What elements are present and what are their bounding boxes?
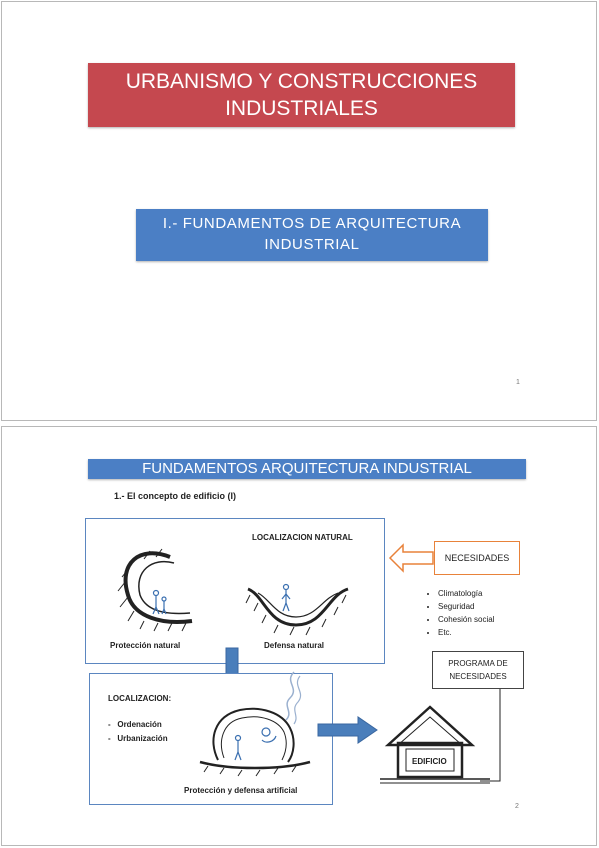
programa-line-1: PROGRAMA DE bbox=[448, 659, 508, 668]
edificio-label: EDIFICIO bbox=[412, 757, 447, 766]
subtitle-line-1: I.- FUNDAMENTOS DE ARQUITECTURA bbox=[162, 215, 462, 232]
necesidades-list: Climatología Seguridad Cohesión social E… bbox=[424, 587, 494, 639]
artificial-location-heading: LOCALIZACION: bbox=[108, 694, 172, 703]
right-arrow-icon bbox=[317, 716, 378, 744]
main-title: URBANISMO Y CONSTRUCCIONES INDUSTRIALES bbox=[88, 63, 515, 127]
natural-defense-caption: Defensa natural bbox=[264, 641, 325, 650]
subtitle-line-2: INDUSTRIAL bbox=[264, 236, 360, 253]
natural-location-box: LOCALIZACION NATURAL Protección natural bbox=[85, 518, 385, 664]
programa-connector bbox=[480, 689, 501, 782]
necesidades-item: Seguridad bbox=[438, 600, 494, 613]
necesidades-box: NECESIDADES bbox=[434, 541, 520, 575]
artificial-item-label: Ordenación bbox=[117, 720, 162, 729]
building-illustration bbox=[380, 705, 490, 784]
slide-1: URBANISMO Y CONSTRUCCIONES INDUSTRIALES … bbox=[1, 1, 597, 421]
artificial-location-box: LOCALIZACION: - Ordenación - Urbanizació… bbox=[89, 671, 333, 805]
left-arrow-icon bbox=[388, 543, 434, 573]
artificial-item-label: Urbanización bbox=[117, 734, 168, 743]
necesidades-item: Cohesión social bbox=[438, 613, 494, 626]
artificial-caption: Protección y defensa artificial bbox=[184, 786, 298, 795]
slide-2: FUNDAMENTOS ARQUITECTURA INDUSTRIAL 1.- … bbox=[1, 426, 597, 846]
page-number: 2 bbox=[515, 803, 519, 810]
cave-illustration bbox=[117, 548, 193, 632]
hollow-illustration bbox=[245, 583, 349, 636]
natural-location-heading: LOCALIZACION NATURAL bbox=[252, 533, 353, 542]
slide-title: FUNDAMENTOS ARQUITECTURA INDUSTRIAL bbox=[88, 459, 526, 479]
artificial-item: - Urbanización bbox=[108, 734, 168, 743]
artificial-item: - Ordenación bbox=[108, 720, 162, 729]
section-heading: 1.- El concepto de edificio (I) bbox=[114, 491, 237, 501]
natural-protection-caption: Protección natural bbox=[110, 641, 181, 650]
artificial-location-list: - Ordenación - Urbanización bbox=[108, 718, 168, 746]
programa-line-2: NECESIDADES bbox=[449, 672, 507, 681]
main-title-line-1: URBANISMO Y CONSTRUCCIONES bbox=[125, 70, 478, 93]
necesidades-item: Climatología bbox=[438, 587, 494, 600]
programa-box: PROGRAMA DE NECESIDADES bbox=[432, 651, 524, 689]
main-title-line-2: INDUSTRIALES bbox=[225, 97, 378, 120]
dome-shelter-illustration bbox=[199, 671, 311, 777]
subtitle: I.- FUNDAMENTOS DE ARQUITECTURA INDUSTRI… bbox=[136, 209, 488, 261]
necesidades-item: Etc. bbox=[438, 626, 494, 639]
page-number: 1 bbox=[516, 379, 520, 386]
